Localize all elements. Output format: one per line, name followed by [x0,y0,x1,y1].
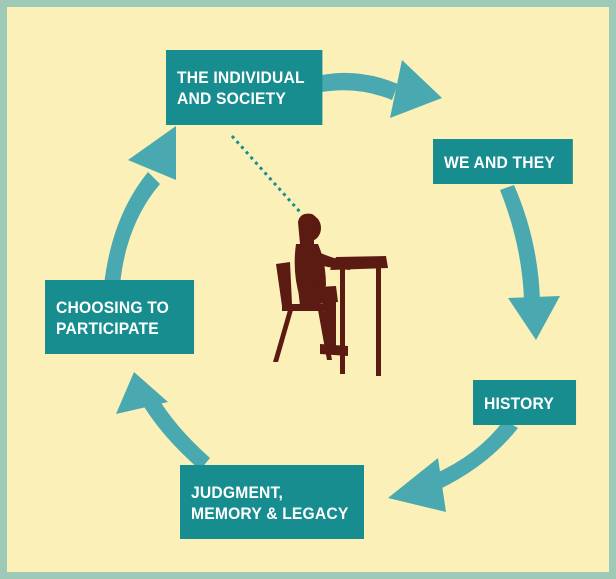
stage-label-judgment-memory-legacy: JUDGMENT, MEMORY & LEGACY [191,482,349,523]
stage-box-choosing-to-participate: CHOOSING TO PARTICIPATE [45,280,195,354]
student-at-desk-icon [273,213,388,376]
stage-box-individual-society: THE INDIVIDUAL AND SOCIETY [166,50,323,125]
dotted-connector [230,134,302,214]
stage-box-history: HISTORY [473,380,577,425]
stage-label-choosing-to-participate: CHOOSING TO PARTICIPATE [56,297,170,338]
arrow-judgment-to-choosing [116,372,210,470]
arrow-individual-to-we-and-they [322,60,442,118]
stage-box-we-and-they: WE AND THEY [433,139,573,184]
stage-label-individual-society: THE INDIVIDUAL AND SOCIETY [177,68,305,108]
arrow-history-to-judgment [388,420,518,512]
stage-box-judgment-memory-legacy: JUDGMENT, MEMORY & LEGACY [180,465,364,539]
stage-label-we-and-they: WE AND THEY [444,152,555,172]
stage-label-history: HISTORY [484,393,554,413]
arrow-choosing-to-individual [104,126,176,285]
arrow-we-and-they-to-history [500,185,560,340]
